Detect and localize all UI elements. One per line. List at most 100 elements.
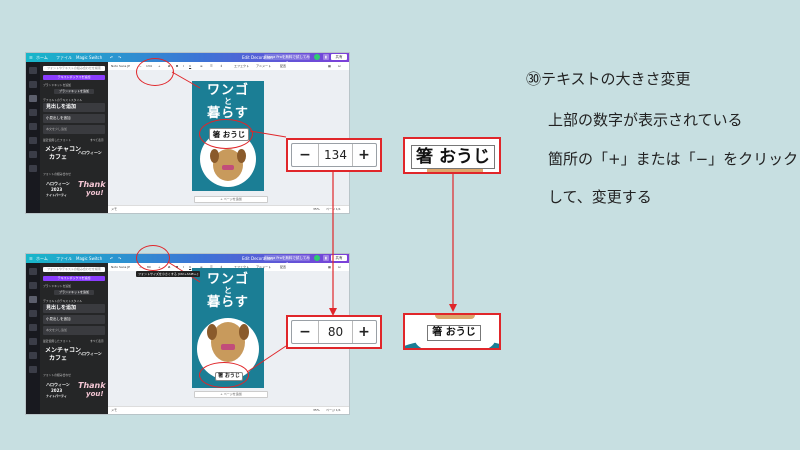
font-sample-party[interactable]: ナイトパーティ xyxy=(46,394,67,398)
menu-icon[interactable]: ☰ xyxy=(29,55,33,60)
see-all-link[interactable]: すべて表示 xyxy=(90,138,104,142)
upload-icon[interactable] xyxy=(29,324,37,331)
share-button[interactable]: 共有 xyxy=(331,255,347,261)
redo-icon[interactable]: ↷ xyxy=(118,55,122,60)
font-sample-thank[interactable]: Thank xyxy=(78,381,106,390)
position-button[interactable]: 配置 xyxy=(280,64,287,68)
font-family-select[interactable]: Noto Sans JP xyxy=(111,265,130,269)
spacing-icon[interactable]: ↕ xyxy=(220,265,223,269)
add-body-button[interactable]: 本文を少し追加 xyxy=(43,326,105,335)
undo-icon[interactable]: ↶ xyxy=(110,256,114,261)
share-button[interactable]: 共有 xyxy=(331,54,347,60)
spacing-icon[interactable]: ↕ xyxy=(220,64,223,68)
draw-icon[interactable] xyxy=(29,338,37,345)
transparency-icon[interactable]: ▦ xyxy=(328,64,331,68)
zoom-value[interactable]: 35% xyxy=(313,207,320,211)
stepper-value[interactable]: 134 xyxy=(318,144,353,166)
notes-button[interactable]: メモ xyxy=(111,207,118,211)
brand-kit-button[interactable]: ブランドキットを追加 xyxy=(54,290,94,295)
font-sample-year[interactable]: 2023 xyxy=(51,187,63,192)
add-subheading-button[interactable]: 小見出しを追加 xyxy=(43,114,105,123)
design-title-line2[interactable]: 暮らす xyxy=(207,106,249,121)
analytics-icon[interactable]: ▮ xyxy=(323,54,329,60)
draw-icon[interactable] xyxy=(29,137,37,144)
add-heading-button[interactable]: 見出しを追加 xyxy=(43,304,105,313)
text-color-icon[interactable]: A xyxy=(168,265,171,269)
notes-button[interactable]: メモ xyxy=(111,408,118,412)
font-sample-halloween[interactable]: ハロウィーン xyxy=(78,150,102,155)
font-sample-menchako[interactable]: メンチャコン xyxy=(45,146,81,153)
menu-resize[interactable]: Magic Switch xyxy=(76,256,103,261)
projects-icon[interactable] xyxy=(29,151,37,158)
elements-icon[interactable] xyxy=(29,282,37,289)
underline-icon[interactable]: U xyxy=(189,64,192,68)
add-page-button[interactable]: + ページを追加 xyxy=(194,196,268,203)
font-search-input[interactable]: フォントやテキストの組み合わせを検索 xyxy=(43,66,105,71)
font-sample-thank[interactable]: Thank xyxy=(78,180,106,189)
align-icon[interactable]: ≡ xyxy=(200,265,203,269)
text-icon[interactable] xyxy=(29,95,37,102)
add-textbox-button[interactable]: テキストボックスを追加 xyxy=(43,75,105,80)
effects-button[interactable]: エフェクト xyxy=(234,265,250,269)
effects-button[interactable]: エフェクト xyxy=(234,64,250,68)
animate-button[interactable]: アニメート xyxy=(256,265,271,269)
undo-icon[interactable]: ↶ xyxy=(110,55,114,60)
stepper-value[interactable]: 80 xyxy=(318,321,353,343)
stepper-plus-button[interactable]: + xyxy=(358,147,370,163)
redo-icon[interactable]: ↷ xyxy=(118,256,122,261)
font-family-select[interactable]: Noto Sans JP xyxy=(111,64,130,68)
avatar[interactable] xyxy=(314,54,320,60)
design-title-to[interactable]: と xyxy=(224,97,232,106)
font-sample-year[interactable]: 2023 xyxy=(51,388,63,393)
design-title-line2[interactable]: 暮らす xyxy=(207,295,249,310)
brand-icon[interactable] xyxy=(29,310,37,317)
bold-icon[interactable]: B xyxy=(176,265,179,269)
zoom-value[interactable]: 35% xyxy=(313,408,320,412)
brand-icon[interactable] xyxy=(29,109,37,116)
font-sample-cafe[interactable]: カフェ xyxy=(49,355,68,362)
align-icon[interactable]: ≡ xyxy=(200,64,203,68)
lock-icon[interactable]: ⊡ xyxy=(338,64,341,68)
underline-icon[interactable]: U xyxy=(189,265,192,269)
animate-button[interactable]: アニメート xyxy=(256,64,271,68)
font-sample-you[interactable]: you! xyxy=(86,189,104,197)
font-sample-menchako[interactable]: メンチャコン xyxy=(45,347,81,354)
font-sample-cafe[interactable]: カフェ xyxy=(49,154,68,161)
add-body-button[interactable]: 本文を少し追加 xyxy=(43,125,105,134)
bold-icon[interactable]: B xyxy=(176,64,179,68)
upload-icon[interactable] xyxy=(29,123,37,130)
italic-icon[interactable]: I xyxy=(183,64,184,68)
font-sample-you[interactable]: you! xyxy=(86,390,104,398)
font-sample-party[interactable]: ナイトパーティ xyxy=(46,193,67,197)
add-textbox-button[interactable]: テキストボックスを追加 xyxy=(43,276,105,281)
apps-icon[interactable] xyxy=(29,165,37,172)
elements-icon[interactable] xyxy=(29,81,37,88)
list-icon[interactable]: ☰ xyxy=(210,265,213,269)
menu-home[interactable]: ホーム xyxy=(36,55,48,60)
font-size-stepper-bottom[interactable]: − 80 + xyxy=(286,315,382,349)
add-subheading-button[interactable]: 小見出しを追加 xyxy=(43,315,105,324)
design-title-line1[interactable]: ワンゴ xyxy=(206,272,249,287)
projects-icon[interactable] xyxy=(29,352,37,359)
stepper-plus-button[interactable]: + xyxy=(358,324,370,340)
brand-kit-button[interactable]: ブランドキットを追加 xyxy=(54,89,94,94)
position-button[interactable]: 配置 xyxy=(280,265,287,269)
analytics-icon[interactable]: ▮ xyxy=(323,255,329,261)
design-icon[interactable] xyxy=(29,268,37,275)
avatar[interactable] xyxy=(314,255,320,261)
see-all-link[interactable]: すべて表示 xyxy=(90,339,104,343)
text-icon[interactable] xyxy=(29,296,37,303)
font-size-stepper-top[interactable]: − 134 + xyxy=(286,138,382,172)
list-icon[interactable]: ☰ xyxy=(210,64,213,68)
design-title-line1[interactable]: ワンゴ xyxy=(206,83,249,98)
add-page-button[interactable]: + ページを追加 xyxy=(194,391,268,398)
font-search-input[interactable]: フォントやテキストの組み合わせを検索 xyxy=(43,267,105,272)
font-sample-halloween[interactable]: ハロウィーン xyxy=(78,351,102,356)
apps-icon[interactable] xyxy=(29,366,37,373)
menu-file[interactable]: ファイル xyxy=(56,55,72,60)
menu-resize[interactable]: Magic Switch xyxy=(76,55,103,60)
add-heading-button[interactable]: 見出しを追加 xyxy=(43,103,105,112)
menu-file[interactable]: ファイル xyxy=(56,256,72,261)
design-title-to[interactable]: と xyxy=(224,286,232,295)
stepper-minus-button[interactable]: − xyxy=(299,324,311,340)
